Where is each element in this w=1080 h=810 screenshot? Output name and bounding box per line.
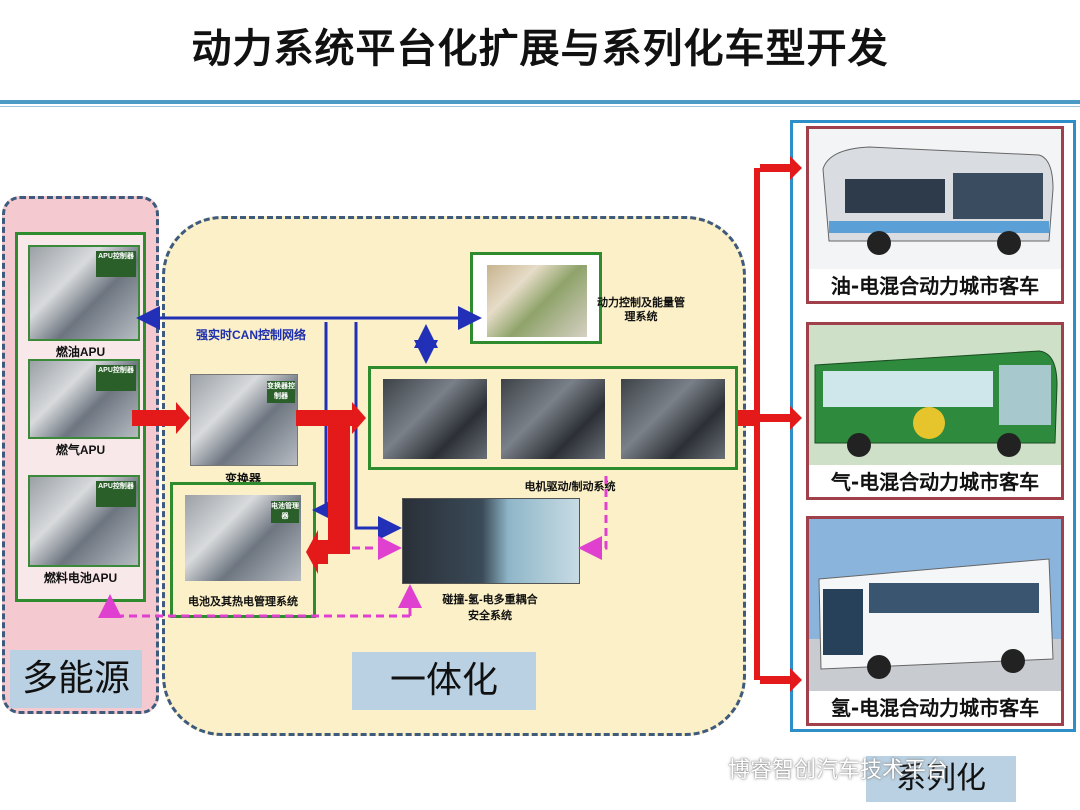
battery-manager-tag: 电池管理器 [271, 501, 299, 523]
bus-image-gas [809, 325, 1061, 465]
motor-drive-label: 电机驱动/制动系统 [524, 481, 616, 493]
apu-controller-tag: APU控制器 [96, 365, 136, 391]
motor-drive-frame [368, 366, 738, 470]
apu-controller-tag: APU控制器 [96, 251, 136, 277]
page-title: 动力系统平台化扩展与系列化车型开发 [191, 26, 889, 72]
fuel-apu-photo: APU控制器 [28, 245, 140, 341]
apu-controller-tag: APU控制器 [96, 481, 136, 507]
bus-image-hydrogen [809, 519, 1061, 691]
safety-system-label: 碰撞-氢-电多重耦合 安全系统 [420, 592, 560, 624]
gas-apu-photo: APU控制器 [28, 359, 140, 439]
safety-label-line2: 安全系统 [468, 610, 512, 622]
multi-energy-label: 多能源 [10, 650, 142, 708]
watermark: 博睿智创汽车技术平台 [728, 758, 949, 783]
series-distribution-line [754, 168, 760, 680]
integration-panel [162, 216, 746, 736]
bus-to-battery-arrow [306, 530, 328, 574]
can-to-battery-arrow [312, 322, 336, 522]
series-label: 系列化 [866, 756, 1016, 802]
fuel-apu-label: 燃油APU [55, 345, 106, 359]
title-rule-thin [0, 106, 1080, 107]
apu-to-converter-arrow [132, 402, 190, 434]
safety-label-line1: 碰撞-氢-电多重耦合 [442, 594, 538, 606]
battery-frame: 电池管理器 电池及其热电管理系统 [170, 482, 316, 618]
apu-group-frame: APU控制器 燃油APU APU控制器 燃气APU APU控制器 燃料电池APU [15, 232, 146, 602]
gas-apu-label: 燃气APU [55, 443, 106, 457]
battery-label: 电池及其热电管理系统 [188, 596, 298, 608]
to-gas-bus-arrow [760, 406, 802, 430]
bus-caption-oil: 油-电混合动力城市客车 [830, 274, 1040, 298]
safety-to-apu-link [98, 594, 410, 618]
can-to-safety-arrow [354, 322, 402, 540]
dc-bus-vertical [328, 426, 350, 554]
motor-photo-3 [621, 379, 725, 459]
can-network-label: 强实时CAN控制网络 [196, 328, 306, 342]
motor-to-safety-link [578, 476, 608, 560]
fuel-cell-apu-label: 燃料电池APU [43, 571, 118, 585]
bus-caption-gas: 气-电混合动力城市客车 [830, 470, 1040, 494]
to-oil-bus-arrow [760, 156, 802, 180]
battery-photo: 电池管理器 [185, 495, 301, 581]
energy-mgmt-label: 动力控制及能量管理系统 [597, 297, 685, 323]
fuel-cell-apu-photo: APU控制器 [28, 475, 140, 567]
motor-photo-2 [501, 379, 605, 459]
energy-mgmt-frame [470, 252, 602, 344]
energy-mgmt-photo [487, 265, 587, 337]
bus-card-oil: 油-电混合动力城市客车 [806, 126, 1064, 304]
safety-system-photo [402, 498, 580, 584]
bus-card-gas: 气-电混合动力城市客车 [806, 322, 1064, 500]
motor-photo-1 [383, 379, 487, 459]
title-rule [0, 100, 1080, 104]
integration-label: 一体化 [352, 652, 536, 710]
converter-controller-tag: 变换器控制器 [267, 381, 295, 403]
bus-image-oil [809, 129, 1061, 269]
bus-caption-hydrogen: 氢-电混合动力城市客车 [830, 696, 1040, 720]
bus-card-hydrogen: 氢-电混合动力城市客车 [806, 516, 1064, 726]
to-hydrogen-bus-arrow [760, 668, 802, 692]
